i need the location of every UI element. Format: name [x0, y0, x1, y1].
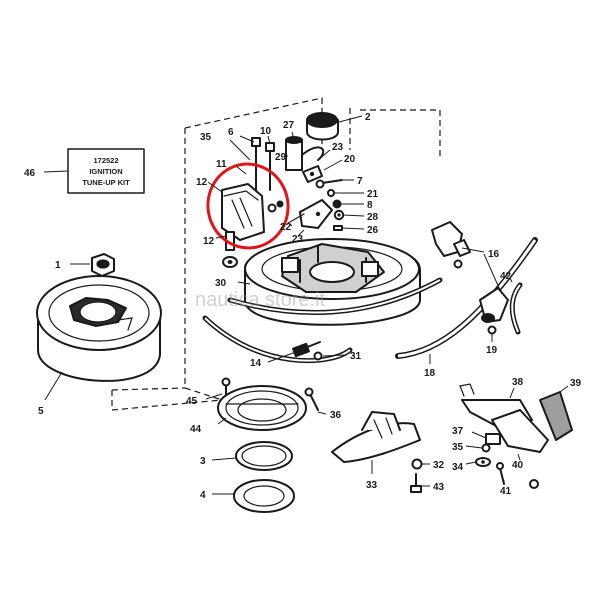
part-14-spring: 14 31 [250, 341, 362, 369]
callout-35a: 35 [200, 132, 212, 143]
callout-23a: 23 [332, 142, 344, 153]
assembly-boundary-left [111, 387, 223, 411]
part-5-flywheel: 5 [36, 275, 162, 417]
callout-23b: 23 [292, 234, 304, 245]
callout-28: 28 [367, 212, 379, 223]
callout-4: 4 [200, 490, 206, 501]
lower-left-stack: 45 44 36 3 4 [186, 377, 342, 513]
callout-20: 20 [344, 154, 356, 165]
callout-29: 29 [275, 152, 287, 163]
callout-40: 40 [512, 460, 524, 471]
callout-45: 45 [186, 396, 198, 407]
callout-35b: 35 [452, 442, 464, 453]
part-33-cam: 33 [331, 411, 421, 491]
callout-16: 16 [488, 249, 500, 260]
kit-box-line2: TUNE-UP KIT [82, 178, 130, 187]
upper-components [251, 136, 345, 231]
part-32-43: 32 43 [410, 458, 445, 493]
watermark-text: nautica store.it [195, 289, 326, 311]
callout-33: 33 [366, 480, 378, 491]
cables [202, 237, 538, 364]
callout-19: 19 [486, 345, 498, 356]
callout-44: 44 [190, 424, 202, 435]
callout-22: 22 [280, 222, 292, 233]
callout-5: 5 [38, 406, 44, 417]
callout-18: 18 [424, 368, 436, 379]
callout-26: 26 [367, 225, 379, 236]
callout-37: 37 [452, 426, 464, 437]
callout-46: 46 [24, 168, 36, 179]
callout-8: 8 [367, 200, 373, 211]
assembly-boundary-right [360, 109, 441, 160]
kit-box-part-number: 172522 [93, 156, 118, 165]
callout-11: 11 [216, 159, 227, 170]
part-30-armature-plate: 30 [215, 238, 421, 326]
callout-14: 14 [250, 358, 262, 369]
kit-box-line1: IGNITION [89, 167, 122, 176]
callout-3: 3 [200, 456, 206, 467]
callout-10: 10 [260, 126, 272, 137]
kit-box: 172522 IGNITION TUNE-UP KIT 46 [24, 148, 145, 194]
callout-36: 36 [330, 410, 342, 421]
callout-12a: 12 [196, 177, 208, 188]
callout-27: 27 [283, 120, 295, 131]
callout-42: 42 [500, 271, 512, 282]
callout-34: 34 [452, 462, 464, 473]
callout-21: 21 [367, 189, 379, 200]
callout-39: 39 [570, 378, 582, 389]
callout-43: 43 [433, 482, 445, 493]
part-29-coil [285, 139, 303, 171]
part-16-connectors: 16 19 42 18 [424, 221, 513, 379]
callout-30: 30 [215, 278, 227, 289]
callout-1: 1 [55, 260, 61, 271]
callout-2: 2 [365, 112, 371, 123]
highlight-circle [206, 162, 290, 250]
callout-32: 32 [433, 460, 445, 471]
upper-callouts: 35 6 10 11 12 12 27 29 23 20 7 21 8 28 2… [196, 120, 379, 247]
callout-41: 41 [500, 486, 512, 497]
callout-38: 38 [512, 377, 524, 388]
part-2-cap: 2 [306, 112, 371, 141]
callout-12b: 12 [203, 236, 215, 247]
callout-7: 7 [357, 176, 363, 187]
callout-6: 6 [228, 127, 234, 138]
part-12-component [221, 183, 284, 268]
right-lever-assembly: 38 39 37 35 34 41 40 [452, 377, 582, 497]
part-1-nut: 1 [55, 253, 115, 277]
part-3-ring [235, 441, 293, 471]
callout-31: 31 [350, 351, 362, 362]
